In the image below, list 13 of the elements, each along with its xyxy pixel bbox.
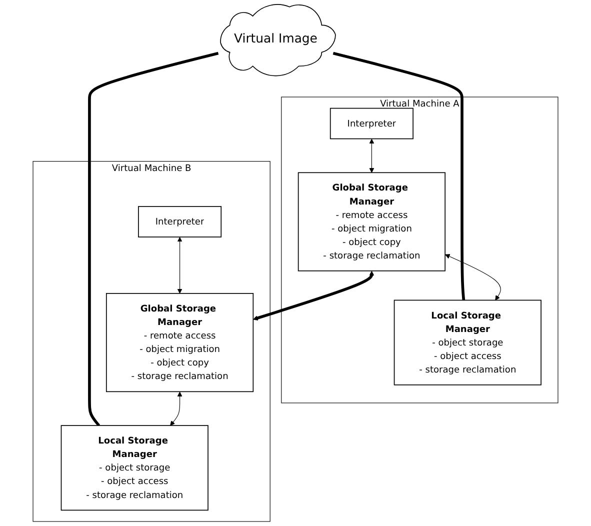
arrow [445,254,501,300]
arrow [177,237,182,294]
arrow [369,138,374,173]
connector [88,52,219,426]
node-box: Interpreter [138,206,222,238]
node-box: Global Storage Manager - remote access - object migration - object copy - storage reclamation [298,172,446,272]
node-box: Local Storage Manager - object storage - object access - storage reclamation [394,300,542,386]
node-box: Global Storage Manager - remote access - object migration - object copy - storage reclamation [106,293,254,392]
node-box: Local Storage Manager - object storage - object access - storage reclamation [60,425,208,511]
node-box: Interpreter [330,108,414,140]
arrow [252,270,374,320]
arrow [170,392,182,426]
connector [332,52,466,300]
